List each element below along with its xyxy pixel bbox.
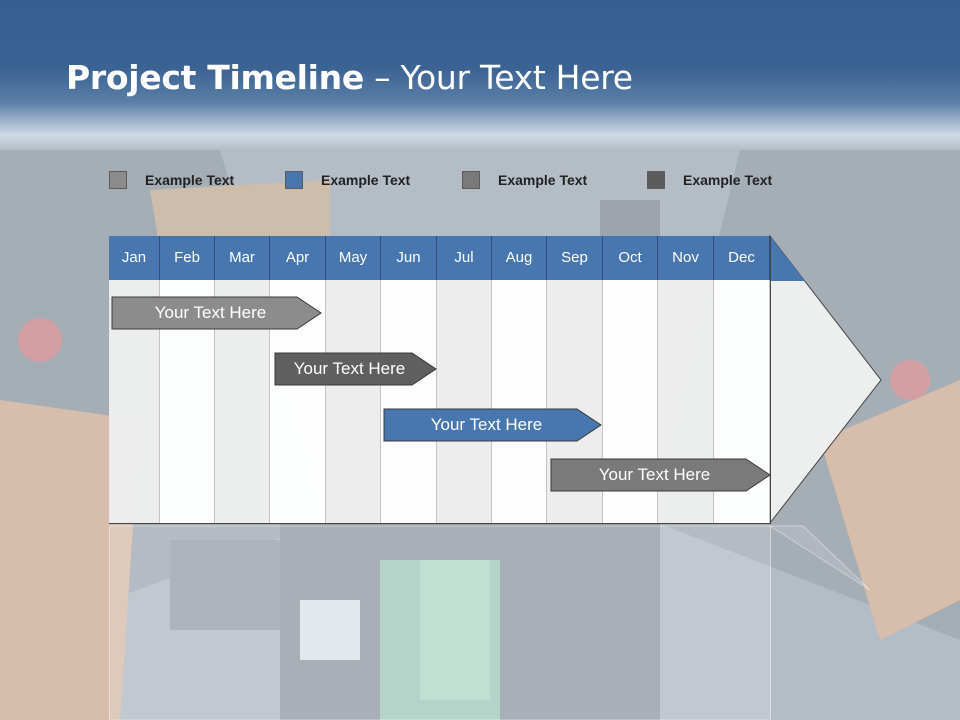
month-header-apr: Apr xyxy=(270,236,326,280)
task-bar-3 xyxy=(383,408,602,442)
task-bar-label: Your Text Here xyxy=(430,415,543,434)
month-header-dec: Dec xyxy=(714,236,770,280)
month-header-jul: Jul xyxy=(437,236,492,280)
month-column xyxy=(437,280,492,523)
month-header-may: May xyxy=(326,236,381,280)
month-column xyxy=(492,280,547,523)
month-header-jan: Jan xyxy=(109,236,160,280)
title-bar xyxy=(0,0,960,150)
legend-label: Example Text xyxy=(683,172,773,188)
title-bold: Project Timeline xyxy=(66,58,364,97)
title-light: – Your Text Here xyxy=(363,58,633,97)
month-column xyxy=(381,280,437,523)
task-bar-4 xyxy=(550,458,771,492)
legend-label: Example Text xyxy=(145,172,235,188)
legend-label: Example Text xyxy=(321,172,411,188)
month-header-jun: Jun xyxy=(381,236,437,280)
task-bar-label: Your Text Here xyxy=(154,303,267,322)
month-header-aug: Aug xyxy=(492,236,547,280)
task-bar-label: Your Text Here xyxy=(293,359,406,378)
legend-swatch xyxy=(109,171,127,189)
month-header-sep: Sep xyxy=(547,236,603,280)
month-header-feb: Feb xyxy=(160,236,215,280)
month-column xyxy=(326,280,381,523)
task-bar-label: Your Text Here xyxy=(598,465,711,484)
month-header-oct: Oct xyxy=(603,236,658,280)
month-header-mar: Mar xyxy=(215,236,270,280)
legend-swatch xyxy=(462,171,480,189)
task-bar-2 xyxy=(274,352,437,386)
month-header-nov: Nov xyxy=(658,236,714,280)
legend-label: Example Text xyxy=(498,172,588,188)
legend-swatch xyxy=(285,171,303,189)
slide-title: Project Timeline – Your Text Here xyxy=(66,58,633,97)
legend-swatch xyxy=(647,171,665,189)
task-bar-1 xyxy=(111,296,322,330)
